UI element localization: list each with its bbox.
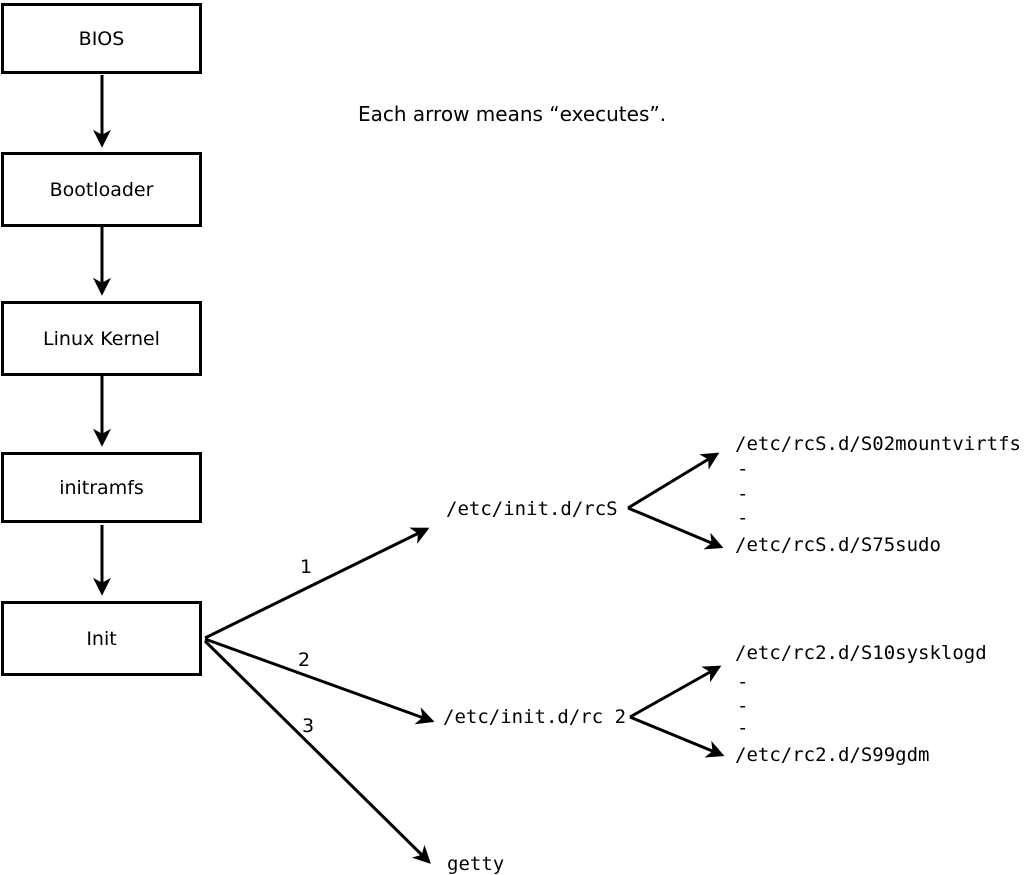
leaf-ellipsis-dash: - xyxy=(737,483,749,505)
leaf-s02mountvirtfs: /etc/rcS.d/S02mountvirtfs xyxy=(735,433,1021,455)
arrow-rc2-s10sysklogd xyxy=(629,665,722,719)
arrow-rc2-s99gdm xyxy=(629,715,725,758)
edge-label-3: 3 xyxy=(302,715,315,737)
node-getty: getty xyxy=(447,853,505,875)
diagram-caption: Each arrow means “executes”. xyxy=(358,102,667,126)
node-rc2-script: /etc/init.d/rc 2 xyxy=(443,706,627,728)
node-linux-kernel-label: Linux Kernel xyxy=(43,327,160,350)
leaf-ellipsis-dash: - xyxy=(737,507,749,529)
leaf-s99gdm: /etc/rc2.d/S99gdm xyxy=(735,744,930,766)
leaf-ellipsis-dash: - xyxy=(737,458,749,480)
node-bios: BIOS xyxy=(1,3,202,74)
arrow-rcs-s75sudo xyxy=(627,506,724,550)
leaf-ellipsis-dash: - xyxy=(737,695,749,717)
node-linux-kernel: Linux Kernel xyxy=(1,301,202,376)
node-rcs-script: /etc/init.d/rcS xyxy=(446,498,618,520)
leaf-ellipsis-dash: - xyxy=(737,671,749,693)
arrow-init-rcs xyxy=(204,527,430,640)
arrow-rcs-s02mountvirtfs xyxy=(627,452,720,510)
arrow-init-rc2 xyxy=(204,637,435,725)
node-bootloader: Bootloader xyxy=(1,152,202,227)
arrow-init-getty xyxy=(203,639,431,864)
leaf-s75sudo: /etc/rcS.d/S75sudo xyxy=(735,534,941,556)
edge-label-2: 2 xyxy=(298,649,311,671)
leaf-s10sysklogd: /etc/rc2.d/S10sysklogd xyxy=(735,642,987,664)
node-init: Init xyxy=(1,601,202,676)
node-initramfs: initramfs xyxy=(1,452,202,523)
leaf-ellipsis-dash: - xyxy=(737,717,749,739)
node-init-label: Init xyxy=(86,627,117,650)
node-bootloader-label: Bootloader xyxy=(49,178,154,201)
node-bios-label: BIOS xyxy=(78,27,125,50)
edge-label-1: 1 xyxy=(300,556,313,578)
node-initramfs-label: initramfs xyxy=(59,476,144,499)
